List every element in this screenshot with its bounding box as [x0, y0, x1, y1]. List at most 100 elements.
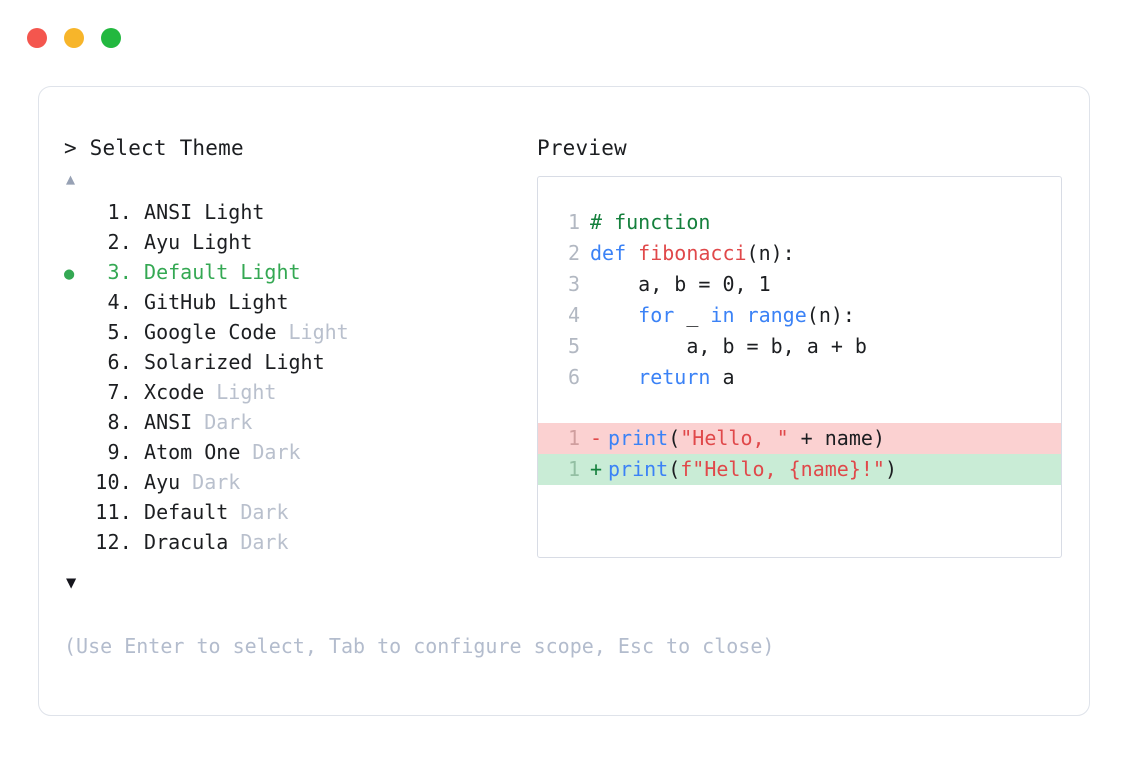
minimize-dot[interactable] [64, 28, 84, 48]
code-token: print [608, 426, 669, 450]
theme-variant: Dark [240, 530, 289, 554]
theme-index: 11. [95, 500, 132, 524]
code-token: for [638, 303, 675, 327]
code-token: fibonacci [638, 241, 747, 265]
theme-variant: Dark [240, 500, 289, 524]
theme-variant: Light [240, 260, 301, 284]
code-content: # function [590, 207, 710, 238]
theme-index: 3. [107, 260, 132, 284]
theme-variant: Light [216, 380, 277, 404]
selection-bullet-icon: ● [64, 529, 90, 559]
code-token: def [590, 241, 639, 265]
code-token: "Hello, " [680, 426, 789, 450]
maximize-dot[interactable] [101, 28, 121, 48]
code-token: (n): [746, 241, 795, 265]
theme-index: 12. [95, 530, 132, 554]
index-spacer [132, 497, 144, 527]
code-token: print [608, 457, 669, 481]
code-line: 2 def fibonacci(n): [538, 238, 1061, 269]
code-token: ( [668, 457, 681, 481]
theme-index: 8. [107, 410, 132, 434]
code-token: a, b = b, a + b [590, 334, 867, 358]
theme-variant: Light [204, 200, 265, 224]
code-content: for _ in range(n): [590, 300, 855, 331]
theme-variant: Light [192, 230, 253, 254]
theme-variant: Light [228, 290, 289, 314]
code-token [590, 365, 638, 389]
theme-index: 4. [107, 290, 132, 314]
index-spacer [132, 317, 144, 347]
code-token: ( [668, 426, 681, 450]
code-content: a, b = b, a + b [590, 331, 867, 362]
theme-name: ANSI [144, 410, 193, 434]
diff-added-line: 1+print(f"Hello, {name}!") [538, 454, 1061, 485]
selection-bullet-icon: ● [64, 349, 90, 379]
code-token [590, 303, 638, 327]
selection-bullet-icon: ● [64, 409, 90, 439]
scroll-down-icon[interactable]: ▼ [66, 573, 77, 593]
theme-index: 6. [107, 350, 132, 374]
index-spacer [132, 437, 144, 467]
theme-name: Atom One [144, 440, 241, 464]
code-token: _ [674, 303, 711, 327]
theme-index: 5. [107, 320, 132, 344]
code-line: 3 a, b = 0, 1 [538, 269, 1061, 300]
index-spacer [132, 467, 144, 497]
theme-variant: Light [264, 350, 325, 374]
close-dot[interactable] [27, 28, 47, 48]
theme-name: Google Code [144, 320, 277, 344]
theme-list-item[interactable]: ● 5. Google Code Light [64, 317, 534, 347]
scroll-up-icon[interactable]: ▲ [66, 170, 76, 188]
selection-bullet-icon: ● [64, 289, 90, 319]
code-line: 6 return a [538, 362, 1061, 393]
theme-name: Solarized [144, 350, 253, 374]
theme-index: 9. [107, 440, 132, 464]
code-content: def fibonacci(n): [590, 238, 795, 269]
theme-name: Default [144, 260, 229, 284]
code-line: 5 a, b = b, a + b [538, 331, 1061, 362]
code-content: a, b = 0, 1 [590, 269, 771, 300]
theme-name: ANSI [144, 200, 193, 224]
code-token: a, b = 0, 1 [590, 272, 771, 296]
preview-heading: Preview [537, 136, 627, 160]
code-content: return a [590, 362, 734, 393]
code-line: 1 # function [538, 207, 1061, 238]
theme-name: Ayu [144, 230, 181, 254]
code-token: ) [872, 426, 885, 450]
code-token: (n): [806, 303, 855, 327]
theme-index: 10. [95, 470, 132, 494]
code-token: return [638, 365, 711, 389]
code-content: print("Hello, " + name) [608, 423, 885, 454]
index-spacer [132, 257, 144, 287]
diff-sign: - [590, 426, 603, 450]
code-token [735, 303, 747, 327]
code-token: + name [788, 426, 873, 450]
line-number: 6 [567, 365, 580, 389]
code-token: # function [590, 210, 711, 234]
line-number: 1 [567, 457, 580, 481]
line-number: 2 [567, 241, 580, 265]
code-line: 4 for _ in range(n): [538, 300, 1061, 331]
index-spacer [132, 287, 144, 317]
theme-list-item[interactable]: ● 6. Solarized Light [64, 347, 534, 377]
line-number: 1 [567, 210, 580, 234]
line-number: 4 [567, 303, 580, 327]
selection-bullet-icon: ● [64, 319, 90, 349]
window-traffic-lights [27, 28, 121, 48]
theme-variant: Light [288, 320, 349, 344]
